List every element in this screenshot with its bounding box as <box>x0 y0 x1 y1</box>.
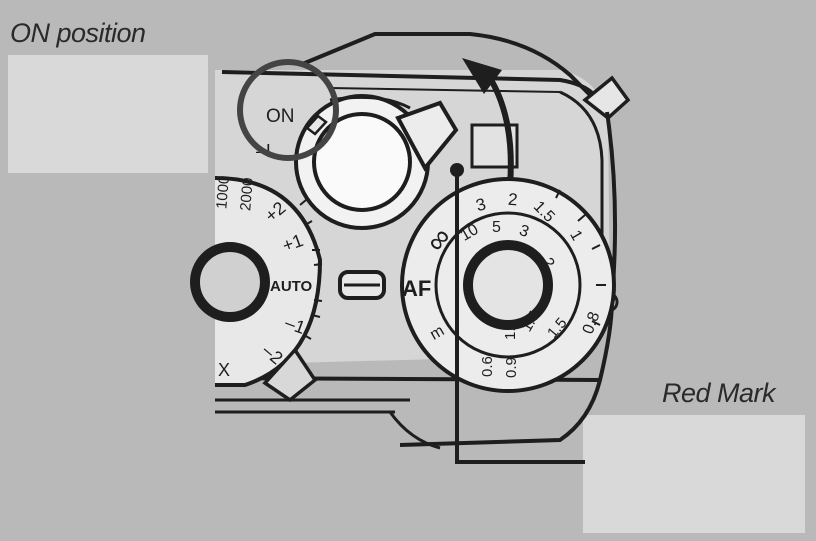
strap-wire <box>399 111 618 447</box>
switch-lever-tip <box>305 114 328 136</box>
top-edge-line-2 <box>329 87 561 93</box>
comp-dial-knob <box>262 347 318 403</box>
focus-outer-2: 2 <box>507 190 518 210</box>
comp-mark-auto: AUTO <box>270 278 313 295</box>
comp-dial-top-2000: 2000 <box>237 177 257 212</box>
callout-panel-red <box>583 415 805 533</box>
red-mark-leader <box>455 170 585 464</box>
on-position-highlight-circle <box>237 59 339 161</box>
focus-dial-center <box>463 240 553 330</box>
comp-dial-center <box>190 242 270 322</box>
shutter-button-inner <box>312 112 412 212</box>
comp-dial-ticks <box>299 199 323 340</box>
focus-inner-1-2: 1.2 <box>502 319 519 340</box>
comp-dial-top-1000: 1000 <box>213 175 233 210</box>
callout-panel-on <box>8 55 208 173</box>
focus-lower-0-6: 0.6 <box>479 356 496 377</box>
red-mark-label: Red Mark <box>662 378 776 408</box>
focus-inner-5: 5 <box>492 219 501 236</box>
rotation-arrow-head <box>462 58 502 94</box>
power-lever <box>395 100 459 172</box>
power-lever-arc <box>329 95 411 110</box>
focus-lower-0-9: 0.9 <box>503 357 520 378</box>
focus-inner-10: 10 <box>458 221 482 245</box>
switch-on-label: ON <box>266 106 295 127</box>
on-position-label: ON position <box>10 18 146 48</box>
right-body-curve <box>559 90 604 300</box>
bottom-curve <box>388 411 441 450</box>
focus-lower-0-8: 0.8 <box>580 310 604 337</box>
strap-lug <box>582 75 631 121</box>
focus-af-label: AF <box>402 276 431 301</box>
rotation-arrow-path <box>487 76 514 186</box>
viewfinder-hump <box>299 32 592 97</box>
flash-x-mark: X <box>218 360 230 380</box>
focus-dial-ticks <box>555 189 606 326</box>
